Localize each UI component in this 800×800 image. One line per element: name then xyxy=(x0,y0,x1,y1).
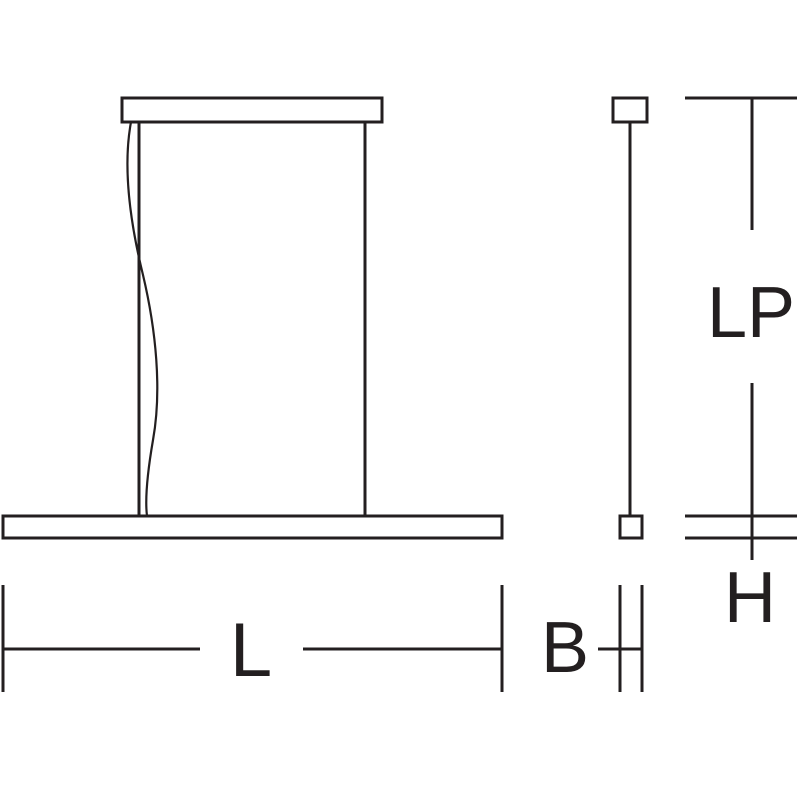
side-view xyxy=(611,96,649,540)
pendant-length-dimension: LP xyxy=(685,96,797,516)
side-canopy xyxy=(611,96,649,124)
width-label: B xyxy=(541,608,589,688)
ceiling-canopy xyxy=(120,96,384,124)
luminaire-body xyxy=(1,514,504,540)
height-dimension: H xyxy=(685,514,797,638)
front-view xyxy=(1,96,504,540)
width-dimension: B xyxy=(541,585,644,692)
length-dimension: L xyxy=(1,585,504,693)
length-label: L xyxy=(230,608,272,693)
height-label: H xyxy=(724,558,776,638)
pendant-length-label: LP xyxy=(707,273,795,353)
power-cable xyxy=(126,121,159,517)
side-luminaire-profile xyxy=(618,514,644,540)
